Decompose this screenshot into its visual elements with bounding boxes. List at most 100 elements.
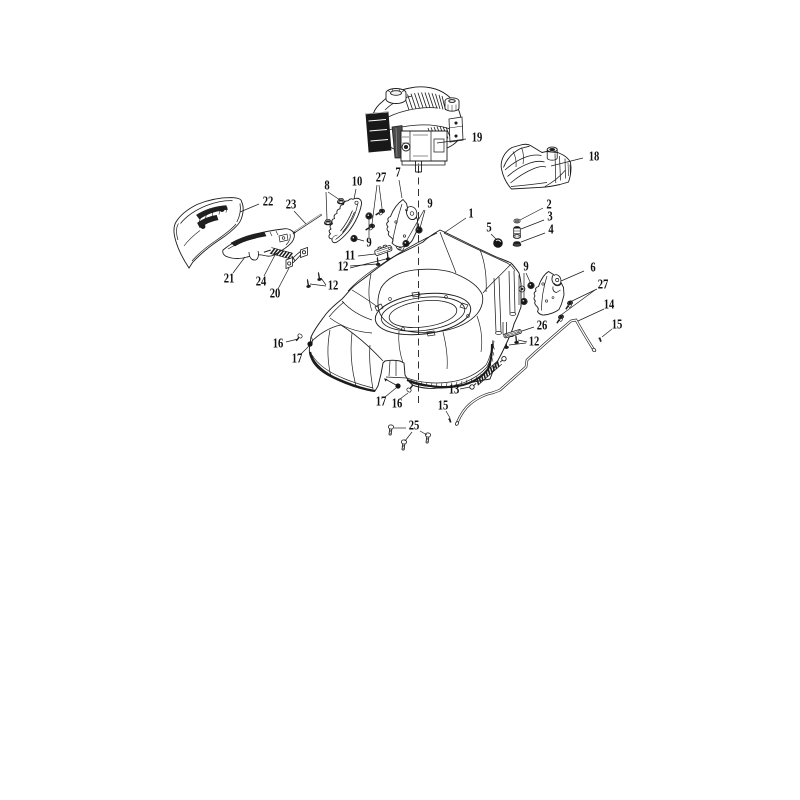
callout-label-5: 5 — [486, 221, 491, 236]
leader-line-6 — [560, 270, 585, 282]
callout-12: 12 — [309, 277, 339, 294]
callout-18: 18 — [550, 150, 600, 167]
callout-10: 10 — [352, 175, 363, 200]
callout-label-16: 16 — [392, 397, 403, 412]
part-flap-22 — [173, 197, 244, 269]
callout-23: 23 — [286, 198, 307, 225]
callout-label-20: 20 — [270, 287, 281, 302]
callout-label-12: 12 — [529, 335, 540, 350]
callout-4: 4 — [520, 223, 554, 243]
leader-line-16 — [399, 392, 409, 400]
callout-label-11: 11 — [345, 249, 356, 264]
leader-line-3 — [520, 219, 545, 230]
leader-line-25 — [404, 431, 413, 442]
callout-label-4: 4 — [548, 223, 553, 238]
callout-label-15: 15 — [438, 399, 449, 414]
callout-label-17: 17 — [292, 352, 303, 367]
leader-line-14 — [577, 308, 605, 322]
leader-line-16 — [285, 338, 299, 343]
part-plate-6 — [533, 270, 565, 316]
leader-line-12 — [349, 263, 378, 267]
leader-line-12 — [517, 339, 528, 343]
leader-line-27 — [378, 184, 383, 209]
leader-line-15 — [445, 410, 451, 419]
callout-label-26: 26 — [537, 319, 548, 334]
callout-label-22: 22 — [263, 195, 274, 210]
callout-27: 27 — [371, 171, 386, 225]
callout-label-9: 9 — [427, 197, 432, 212]
leader-line-1 — [443, 217, 467, 234]
callout-label-9: 9 — [366, 236, 371, 251]
callout-label-16: 16 — [273, 337, 284, 352]
callout-label-3: 3 — [547, 210, 552, 225]
leader-line-12 — [508, 342, 527, 346]
callout-13: 13 — [449, 383, 471, 398]
part-bracket-20 — [285, 246, 308, 270]
callout-15: 15 — [438, 399, 451, 419]
part-spring-24 — [263, 247, 296, 261]
leader-line-20 — [277, 267, 290, 290]
callout-12: 12 — [338, 258, 387, 275]
callout-16: 16 — [273, 337, 299, 352]
leader-line-12 — [309, 283, 327, 287]
callout-22: 22 — [239, 195, 274, 213]
callout-label-1: 1 — [468, 207, 473, 222]
leader-line-10 — [353, 188, 357, 200]
callout-label-12: 12 — [338, 260, 349, 275]
leader-line-18 — [550, 157, 584, 167]
callout-label-18: 18 — [589, 150, 600, 165]
leader-line-11 — [357, 253, 376, 257]
callout-label-25: 25 — [409, 419, 420, 434]
callout-12: 12 — [508, 335, 540, 350]
leader-line-9 — [525, 272, 532, 285]
callout-label-8: 8 — [324, 179, 329, 194]
leader-line-5 — [490, 233, 498, 241]
callout-label-15: 15 — [612, 318, 623, 333]
callout-9: 9 — [523, 260, 532, 300]
callout-label-27: 27 — [598, 278, 609, 293]
callout-24: 24 — [256, 254, 276, 290]
part-plate-7 — [386, 198, 418, 251]
callout-19: 19 — [436, 131, 482, 146]
leader-line-24 — [263, 254, 276, 277]
leader-line-27 — [371, 184, 378, 225]
callout-25: 25 — [394, 419, 428, 442]
leader-line-2 — [519, 207, 544, 221]
callout-21: 21 — [224, 256, 246, 287]
callout-5: 5 — [486, 221, 498, 241]
callout-14: 14 — [577, 298, 614, 322]
callout-label-12: 12 — [328, 279, 339, 294]
part-rod-23 — [292, 213, 323, 235]
leader-line-9 — [419, 209, 426, 229]
callout-label-24: 24 — [256, 275, 267, 290]
callout-26: 26 — [521, 319, 548, 334]
callout-15: 15 — [601, 318, 623, 338]
callout-label-21: 21 — [224, 272, 235, 287]
callout-6: 6 — [560, 261, 596, 282]
callout-label-7: 7 — [395, 166, 400, 181]
leader-line-21 — [232, 256, 246, 274]
leader-line-8 — [327, 191, 341, 201]
part-caps-17 — [307, 341, 401, 389]
callout-20: 20 — [270, 267, 290, 302]
part-cover-18 — [500, 143, 572, 190]
leader-line-12 — [320, 277, 327, 286]
callout-16: 16 — [392, 392, 409, 412]
part-hardware-2345 — [493, 218, 522, 248]
leader-line-8 — [325, 191, 328, 220]
leader-line-26 — [521, 326, 535, 332]
callout-label-10: 10 — [352, 175, 363, 190]
leader-line-13 — [459, 386, 471, 390]
part-deck-1 — [308, 229, 526, 393]
leader-line-23 — [293, 210, 307, 225]
leader-line-25 — [419, 430, 428, 436]
callout-label-6: 6 — [590, 261, 595, 276]
callout-3: 3 — [520, 210, 553, 230]
part-bracket-11 — [374, 244, 393, 257]
callout-17: 17 — [292, 345, 310, 367]
leader-line-17 — [300, 345, 310, 355]
callout-label-2: 2 — [546, 198, 551, 213]
leader-line-17 — [384, 387, 397, 398]
